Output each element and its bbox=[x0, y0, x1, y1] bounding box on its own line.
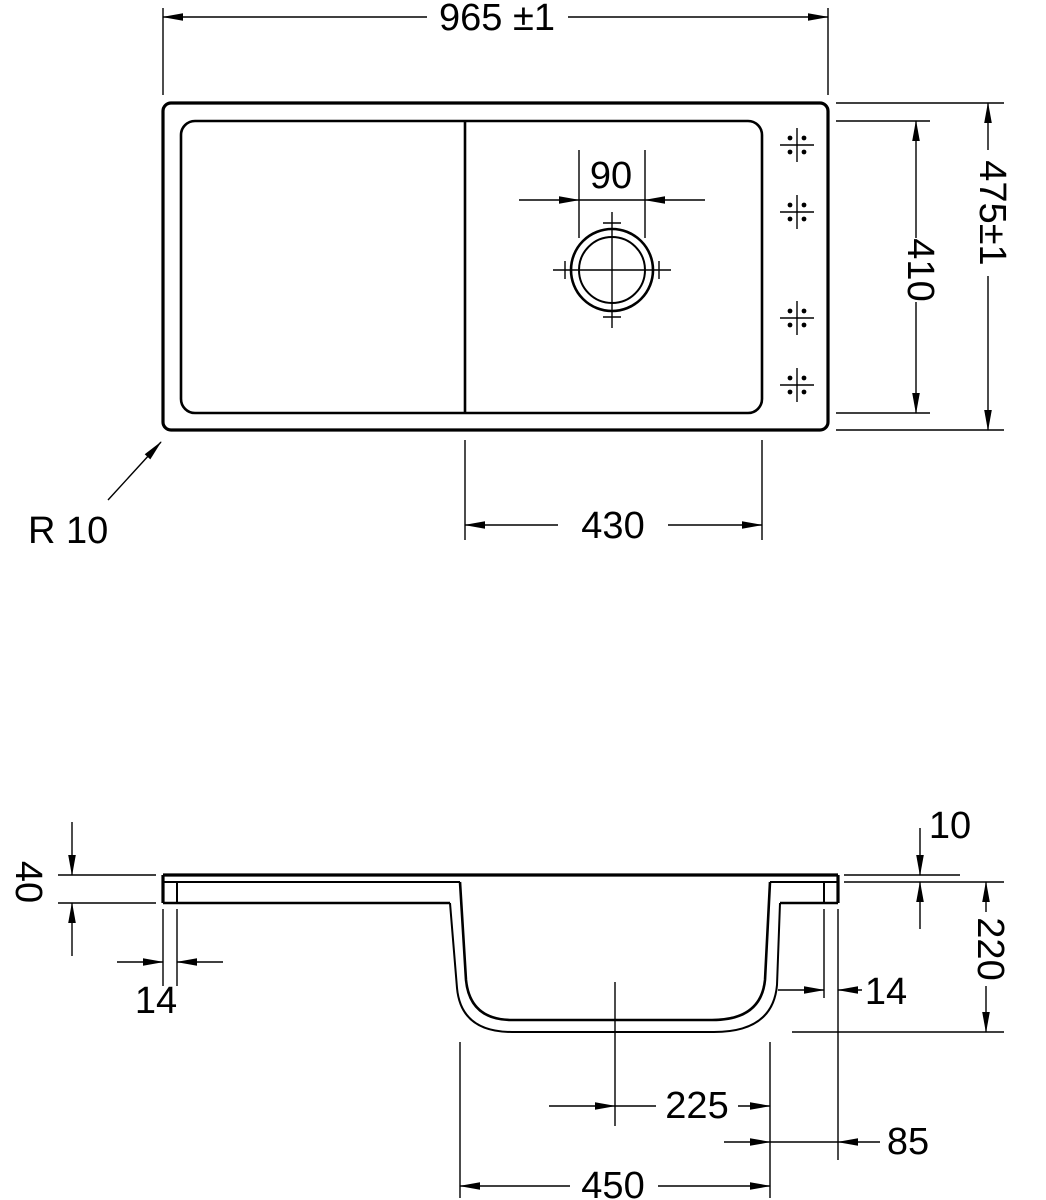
radius-callout: R 10 bbox=[28, 441, 162, 552]
label-corner-radius: R 10 bbox=[28, 510, 108, 552]
label-tap-hole-diameter: 90 bbox=[590, 155, 632, 197]
label-bowl-width-side: 450 bbox=[581, 1165, 644, 1200]
dim-rim-thickness: 10 bbox=[844, 805, 1004, 929]
bowl-section bbox=[449, 881, 781, 1033]
dim-bowl-width-side: 450 bbox=[459, 1042, 771, 1200]
label-bowl-width-top: 430 bbox=[581, 505, 644, 547]
dim-bowl-width-top: 430 bbox=[464, 440, 763, 547]
dim-edge-offset: 85 bbox=[724, 1121, 929, 1163]
tap-hole-mark bbox=[780, 128, 814, 162]
sink-outline bbox=[161, 101, 830, 432]
dim-overall-depth: 475±1 bbox=[836, 102, 1013, 431]
tap-hole-mark bbox=[780, 368, 814, 402]
label-edge-offset: 85 bbox=[887, 1121, 929, 1163]
dim-front-edge-height: 40 bbox=[7, 822, 156, 956]
dim-inner-depth: 410 bbox=[836, 120, 941, 414]
label-bowl-depth: 220 bbox=[969, 917, 1011, 980]
label-overall-width: 965 ±1 bbox=[439, 0, 555, 39]
label-overall-depth: 475±1 bbox=[971, 160, 1013, 265]
tap-hole-mark bbox=[780, 195, 814, 229]
label-rim-thickness: 10 bbox=[929, 805, 971, 847]
drain-hole bbox=[553, 212, 671, 328]
tap-hole-marks bbox=[780, 128, 814, 402]
dim-overall-width: 965 ±1 bbox=[162, 0, 829, 95]
dim-tap-hole-diameter: 90 bbox=[519, 150, 705, 238]
section-profile bbox=[161, 873, 840, 1126]
dim-left-edge-width: 14 bbox=[117, 909, 223, 1022]
label-center-to-edge: 225 bbox=[665, 1085, 728, 1127]
dim-right-edge-width: 14 bbox=[778, 909, 907, 1160]
label-right-edge-width: 14 bbox=[865, 971, 907, 1013]
dim-center-to-edge: 225 bbox=[549, 1042, 771, 1198]
label-left-edge-width: 14 bbox=[135, 980, 177, 1022]
sink-basin bbox=[179, 119, 764, 415]
label-front-edge-height: 40 bbox=[7, 861, 49, 903]
tap-hole-mark bbox=[780, 301, 814, 335]
label-inner-depth: 410 bbox=[899, 238, 941, 301]
dim-bowl-depth: 220 bbox=[792, 881, 1011, 1033]
side-view: 40 10 220 14 bbox=[7, 805, 1011, 1200]
centerline bbox=[571, 982, 659, 1126]
top-view: 965 ±1 475±1 410 90 bbox=[28, 0, 1013, 552]
